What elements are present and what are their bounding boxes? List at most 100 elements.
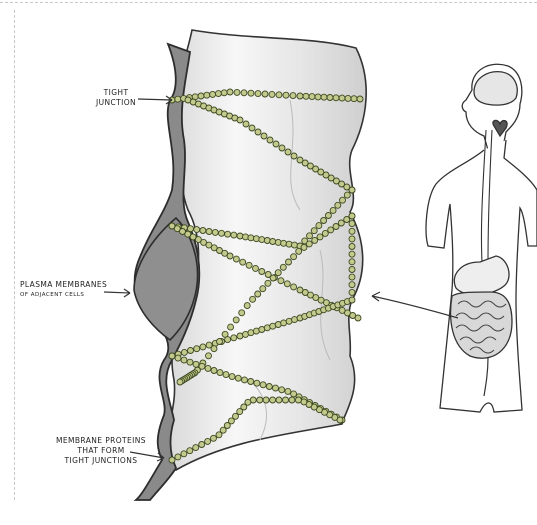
protein-bead	[248, 235, 254, 241]
protein-bead	[349, 236, 355, 242]
protein-bead	[194, 227, 200, 233]
protein-bead	[357, 96, 363, 102]
protein-bead	[301, 244, 307, 250]
protein-bead	[241, 90, 247, 96]
protein-bead	[349, 297, 355, 303]
protein-bead	[283, 92, 289, 98]
protein-bead	[200, 228, 206, 234]
protein-bead	[193, 445, 199, 451]
protein-bead	[221, 90, 227, 96]
protein-bead	[211, 435, 217, 441]
label-line: THAT FORM	[56, 446, 146, 456]
protein-bead	[255, 129, 261, 135]
protein-bead	[266, 384, 272, 390]
protein-bead	[237, 233, 243, 239]
protein-bead	[169, 353, 175, 359]
protein-bead	[205, 438, 211, 444]
protein-bead	[317, 234, 323, 240]
protein-bead	[276, 397, 282, 403]
protein-bead	[211, 346, 217, 352]
protein-bead	[235, 375, 241, 381]
membrane-proteins-label: MEMBRANE PROTEINS THAT FORM TIGHT JUNCTI…	[56, 436, 146, 466]
protein-bead	[175, 355, 181, 361]
protein-bead	[199, 363, 205, 369]
protein-bead	[279, 145, 285, 151]
protein-bead	[284, 281, 290, 287]
protein-bead	[200, 344, 206, 350]
protein-bead	[223, 372, 229, 378]
protein-bead	[242, 377, 248, 383]
protein-bead	[291, 254, 297, 260]
protein-bead	[286, 259, 292, 265]
protein-bead	[344, 217, 350, 223]
protein-bead	[233, 256, 239, 262]
protein-bead	[181, 357, 187, 363]
protein-bead	[270, 275, 276, 281]
protein-bead	[349, 228, 355, 234]
protein-bead	[210, 91, 216, 97]
protein-bead	[175, 96, 181, 102]
protein-bead	[204, 92, 210, 98]
protein-bead	[219, 230, 225, 236]
protein-bead	[295, 397, 301, 403]
protein-bead	[270, 397, 276, 403]
protein-bead	[246, 262, 252, 268]
protein-bead	[187, 448, 193, 454]
protein-bead	[315, 94, 321, 100]
protein-bead	[240, 259, 246, 265]
label-line: TIGHT	[96, 88, 136, 98]
protein-bead	[281, 240, 287, 246]
protein-bead	[312, 237, 318, 243]
protein-bead	[265, 280, 271, 286]
protein-bead	[227, 89, 233, 95]
protein-bead	[276, 92, 282, 98]
protein-bead	[248, 90, 254, 96]
protein-bead	[349, 289, 355, 295]
protein-bead	[325, 213, 331, 219]
protein-bead	[234, 89, 240, 95]
protein-bead	[181, 349, 187, 355]
protein-bead	[290, 93, 296, 99]
tight-junction-label: TIGHT JUNCTION	[96, 88, 136, 108]
protein-bead	[229, 374, 235, 380]
protein-bead	[285, 388, 291, 394]
protein-bead	[292, 242, 298, 248]
label-line: PLASMA MEMBRANES	[20, 280, 107, 290]
protein-bead	[327, 95, 333, 101]
protein-bead	[349, 274, 355, 280]
protein-bead	[344, 192, 350, 198]
protein-bead	[269, 91, 275, 97]
protein-bead	[261, 133, 267, 139]
protein-bead	[333, 224, 339, 230]
label-line: TIGHT JUNCTIONS	[56, 456, 146, 466]
protein-bead	[270, 239, 276, 245]
protein-bead	[321, 94, 327, 100]
protein-bead	[227, 253, 233, 259]
protein-bead	[177, 379, 183, 385]
label-line: MEMBRANE PROTEINS	[56, 436, 146, 446]
protein-bead	[297, 93, 303, 99]
protein-bead	[349, 221, 355, 227]
protein-bead	[303, 93, 309, 99]
protein-bead	[333, 95, 339, 101]
protein-bead	[212, 229, 218, 235]
protein-bead	[340, 197, 346, 203]
protein-bead	[322, 230, 328, 236]
protein-bead	[243, 121, 249, 127]
protein-bead	[216, 432, 222, 438]
protein-bead	[255, 291, 261, 297]
protein-bead	[355, 315, 361, 321]
protein-bead	[349, 259, 355, 265]
protein-bead	[321, 218, 327, 224]
protein-bead	[291, 284, 297, 290]
protein-bead	[199, 442, 205, 448]
protein-bead	[217, 370, 223, 376]
protein-bead	[307, 233, 313, 239]
protein-bead	[231, 335, 237, 341]
protein-bead	[215, 91, 221, 97]
label-line: OF ADJACENT CELLS	[20, 290, 107, 300]
protein-bead	[263, 397, 269, 403]
human-body-outline	[426, 64, 537, 412]
protein-bead	[169, 457, 175, 463]
